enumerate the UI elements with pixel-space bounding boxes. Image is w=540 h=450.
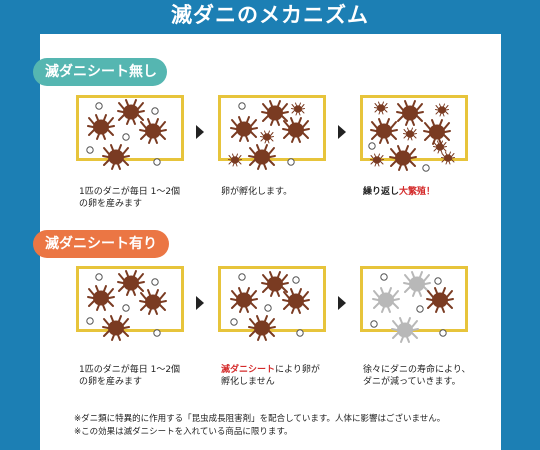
egg-icon: [264, 304, 272, 312]
mite-icon: [87, 114, 115, 140]
mite-icon: [230, 287, 258, 313]
egg-icon: [434, 277, 442, 285]
mite-icon: [441, 151, 455, 165]
egg-icon: [153, 329, 161, 337]
dead-mite-icon: [403, 271, 431, 297]
page-title: 滅ダニのメカニズム: [171, 3, 369, 27]
mite-icon: [374, 101, 388, 115]
dead-mite-icon: [372, 287, 400, 313]
mite-icon: [435, 103, 449, 117]
mite-icon: [396, 100, 424, 126]
mite-icon: [423, 119, 451, 145]
caption-without-step3: 繰り返し大繁殖！: [363, 186, 435, 198]
egg-icon: [368, 142, 376, 150]
mite-icon: [291, 102, 305, 116]
egg-icon: [296, 329, 304, 337]
egg-icon: [238, 102, 246, 110]
egg-icon: [151, 107, 159, 115]
mite-icon: [139, 118, 167, 144]
mite-icon: [248, 144, 276, 170]
dead-mite-icon: [391, 317, 419, 343]
mite-icon: [228, 153, 242, 167]
mite-icon: [389, 145, 417, 171]
mite-icon: [102, 144, 130, 170]
egg-icon: [230, 318, 238, 326]
mite-icon: [87, 285, 115, 311]
egg-icon: [292, 276, 300, 284]
mite-icon: [117, 99, 145, 125]
mite-icon: [426, 287, 454, 313]
egg-icon: [95, 273, 103, 281]
mite-icon: [102, 315, 130, 341]
section-label-without-sheet: 滅ダニシート無し: [33, 58, 167, 86]
mite-icon: [248, 315, 276, 341]
mite-icon: [117, 270, 145, 296]
mite-icon: [230, 116, 258, 142]
mite-icon: [370, 153, 384, 167]
egg-icon: [153, 158, 161, 166]
arrow-right-icon: [196, 296, 204, 310]
egg-icon: [439, 329, 447, 337]
egg-icon: [422, 164, 430, 172]
mite-icon: [403, 127, 417, 141]
egg-icon: [122, 133, 130, 141]
arrow-right-icon: [196, 125, 204, 139]
mite-icon: [370, 118, 398, 144]
egg-icon: [86, 317, 94, 325]
caption-without-step1: 1匹のダニが毎日 1～2個 の卵を産みます: [79, 187, 181, 209]
arrow-right-icon: [338, 125, 346, 139]
egg-icon: [95, 102, 103, 110]
arrow-right-icon: [338, 296, 346, 310]
caption-with-step1: 1匹のダニが毎日 1～2個 の卵を産みます: [79, 365, 181, 387]
mite-icon: [139, 289, 167, 315]
egg-icon: [238, 273, 246, 281]
caption-without-step2: 卵が孵化します。: [221, 187, 293, 197]
section-label-with-sheet: 滅ダニシート有り: [33, 230, 169, 258]
caption-text: 繰り返し: [363, 187, 400, 197]
egg-icon: [370, 320, 378, 328]
footnote: ※ダニ類に特異的に作用する「昆虫成長阻害剤」を配合しています。人体に影響はござい…: [74, 414, 446, 424]
egg-icon: [380, 273, 388, 281]
egg-icon: [416, 305, 424, 313]
caption-text: により卵が 孵化しません: [221, 365, 320, 387]
egg-icon: [86, 146, 94, 154]
egg-icon: [287, 158, 295, 166]
egg-icon: [122, 304, 130, 312]
highlight-text: 大繁殖！: [399, 187, 436, 197]
footnote: ※この効果は滅ダニシートを入れている商品に限ります。: [74, 427, 293, 437]
mite-icon: [260, 130, 274, 144]
egg-icon: [151, 278, 159, 286]
caption-with-step2: 滅ダニシートにより卵が 孵化しません: [221, 364, 320, 388]
caption-with-step3: 徐々にダニの寿命により、 ダニが減っていきます。: [363, 365, 471, 387]
highlight-text: 滅ダニシート: [221, 365, 276, 375]
